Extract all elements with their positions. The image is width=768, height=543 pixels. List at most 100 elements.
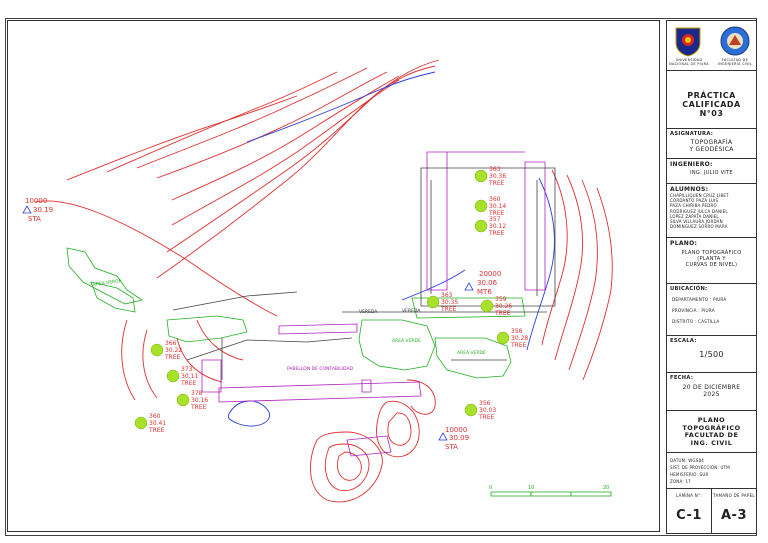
walls	[172, 167, 556, 380]
green-area-outline	[411, 297, 526, 319]
subject-value: Y GEODÉSICA	[689, 146, 734, 153]
contour-lines	[34, 59, 613, 503]
contour-line	[554, 174, 583, 361]
tree-code: TREE	[190, 404, 207, 411]
station-elevation: 30.06	[477, 279, 498, 287]
contour-line	[246, 71, 436, 143]
scale-value: 1/500	[699, 350, 724, 359]
tree-icon	[474, 199, 488, 213]
graphic-scale: 0 10 20	[489, 485, 612, 497]
sheet-title-line: ING. CIVIL	[690, 438, 733, 447]
contour-line	[176, 337, 223, 383]
contour-line	[166, 59, 440, 253]
students-cell: ALUMNOS: CHAPILLIQUEN CRUZ LIBET CORDANT…	[667, 184, 756, 238]
tree-elevation: 30.35	[441, 299, 458, 306]
title-block: UNIVERSIDAD NACIONAL DE PIURA FACULTAD D…	[666, 20, 757, 534]
green-area-outline	[358, 319, 436, 371]
sheet-number-box: LÁMINA N°: C-1	[667, 489, 712, 533]
contour-line	[142, 329, 158, 399]
scale-label: ESCALA:	[670, 338, 697, 344]
contour-line	[171, 75, 400, 201]
tree-number: 356	[479, 400, 491, 407]
location-item: DEPARTAMENTO : PIURA	[672, 297, 727, 302]
contour-line	[136, 67, 368, 169]
tree-code: TREE	[494, 310, 511, 317]
tree-number: 360	[489, 196, 501, 203]
green-area-outline	[90, 281, 136, 313]
sheet-title-line: TOPOGRÁFICO	[682, 423, 741, 432]
engineer-value: ING. JULIO VITE	[690, 170, 733, 176]
station-number: 20000	[479, 270, 501, 278]
tree-icon	[134, 416, 148, 430]
contour-line	[310, 431, 383, 503]
sheet-title-line: FACULTAD DE	[684, 431, 739, 439]
faculty-logo	[719, 25, 751, 57]
subject-value: TOPOGRAFÍA	[690, 139, 733, 146]
tree-number: 359	[495, 296, 507, 303]
tree-elevation: 30.12	[489, 223, 506, 230]
topographic-plan: 10000 30.19 STA 20000 30.06 MT6 10000 30…	[7, 20, 660, 532]
sheet-number: C-1	[676, 508, 702, 523]
tree-code: TREE	[164, 354, 181, 361]
tree-number: 358	[511, 328, 523, 335]
area-verde-label: AREA VERDE	[457, 350, 486, 356]
sheet-title-cell: PLANO TOPOGRÁFICO FACULTAD DE ING. CIVIL	[667, 411, 756, 453]
tree-elevation: 30.14	[489, 203, 506, 210]
contour-line	[582, 187, 613, 381]
tree-icon	[150, 343, 164, 357]
contour-line	[171, 79, 400, 226]
date-label: FECHA:	[670, 375, 694, 381]
station-code: STA	[28, 215, 41, 223]
station-triangle-icon	[22, 205, 32, 214]
university-caption: UNIVERSIDAD NACIONAL DE PIURA	[669, 58, 709, 66]
plan-value: PLANO TOPOGRÁFICO	[681, 250, 742, 256]
tree-code: TREE	[488, 180, 505, 187]
building-outline	[218, 381, 422, 403]
wall-line	[420, 167, 556, 307]
faculty-caption: FACULTAD DE INGENIERÍA CIVIL	[717, 58, 753, 66]
contour-line	[568, 179, 598, 371]
contour-line	[66, 95, 298, 181]
green-areas	[66, 247, 526, 379]
tree-elevation: 30.16	[191, 397, 208, 404]
student-name: PAZA CHIRIBA PEDRO	[670, 203, 717, 209]
subject-label: ASIGNATURA:	[670, 131, 714, 137]
tree-code: TREE	[488, 210, 505, 217]
plan-cell: PLANO: PLANO TOPOGRÁFICO (PLANTA Y CURVA…	[667, 238, 756, 284]
contour-line	[376, 400, 420, 458]
tree-elevation: 30.36	[489, 173, 506, 180]
station-elevation: 30.09	[449, 434, 469, 442]
station-triangle-icon	[464, 282, 474, 291]
tree-code: TREE	[440, 306, 457, 313]
location-item: PROVINCIA : PIURA	[672, 308, 715, 313]
contour-line	[541, 169, 568, 346]
practice-title-line: N°03	[699, 109, 724, 118]
plan-label: PLANO:	[670, 240, 698, 247]
station-elevation: 30.19	[33, 206, 53, 214]
tree-icon	[426, 295, 440, 309]
plan-value: CURVAS DE NIVEL)	[685, 262, 738, 268]
green-area-outline	[66, 247, 143, 305]
area-labels: AREA VERDE AREA VERDE AREA VERDE PABELLO…	[92, 278, 486, 372]
contour-line	[324, 443, 370, 492]
datum-item: ZONA: 17	[670, 479, 691, 484]
pabellon-label: PABELLON DE CONTABILIDAD	[287, 366, 354, 372]
contour-line	[196, 319, 244, 361]
subject-cell: ASIGNATURA: TOPOGRAFÍA Y GEODÉSICA	[667, 129, 756, 159]
scale-bar-segment	[570, 491, 612, 497]
tree-number: 378	[191, 390, 203, 397]
tree-elevation: 30.26	[495, 303, 512, 310]
station-code: MT6	[477, 288, 492, 296]
sheet-number-label: LÁMINA N°:	[675, 493, 703, 498]
area-verde-label: AREA VERDE	[92, 278, 122, 288]
station-number: 10000	[445, 426, 467, 434]
sheet-size: A-3	[720, 508, 747, 523]
tree-number: 363	[441, 292, 453, 299]
tree-icon	[496, 331, 510, 345]
vereda-label: VEREDA	[359, 309, 378, 315]
